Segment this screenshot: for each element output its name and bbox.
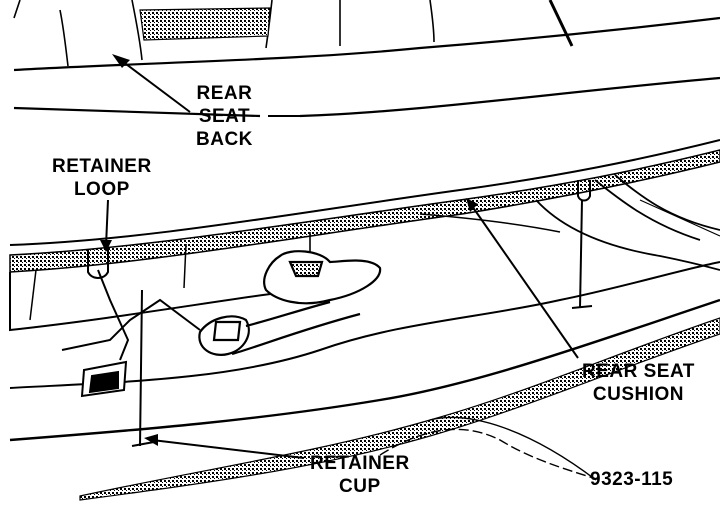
label-retainer-loop: RETAINER LOOP: [52, 156, 152, 200]
retainer-loop-strap: [61, 248, 201, 398]
leader-figure-number: [429, 416, 597, 481]
floor-carpet: [9, 261, 720, 442]
label-retainer-cup: RETAINER CUP: [310, 453, 410, 497]
right-retainer: [571, 180, 593, 309]
label-rear-seat-back: REAR SEAT BACK: [196, 83, 253, 150]
cushion-outline: [9, 139, 720, 332]
figure-number: 9323-115: [590, 469, 674, 490]
floor-lower-line: [379, 428, 601, 481]
floor-sill-band: [79, 317, 720, 501]
leader-retainer-loop: [105, 199, 109, 247]
seat-back-top-stitching: [139, 7, 271, 41]
label-rear-seat-cushion: REAR SEAT CUSHION: [582, 361, 695, 405]
cushion-front-band: [9, 149, 720, 273]
leader-rear-seat-cushion: [471, 205, 579, 359]
leader-retainer-cup: [151, 439, 305, 459]
leader-lines: [105, 57, 597, 481]
seat-back-outline: [13, 0, 720, 118]
leader-arrowheads: [100, 54, 478, 446]
leader-rear-seat-back: [117, 57, 191, 113]
buckle-assembly: [198, 232, 382, 356]
retainer-cup: [131, 289, 155, 447]
